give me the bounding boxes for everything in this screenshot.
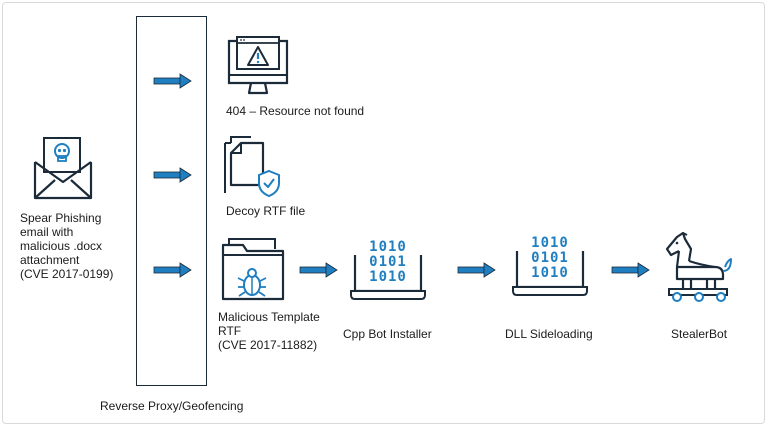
arrow-to-404 [153,73,192,89]
folder-bug-icon [221,238,285,301]
stealer-label: StealerBot [671,327,728,341]
binary-line-2: 0101 [531,250,569,266]
installer-label: Cpp Bot Installer [343,327,432,341]
decoy-label: Decoy RTF file [226,204,306,218]
email-label: Spear Phishing email with malicious .doc… [20,211,114,281]
binary-line-2: 0101 [369,254,407,270]
laptop-binary-icon: 1010 0101 1010 [350,239,426,300]
arrow-to-template [153,262,192,278]
monitor-warning-icon [227,36,289,95]
binary-line-3: 1010 [369,269,407,285]
arrow-to-decoy [153,167,192,183]
trojan-horse-icon [665,231,732,302]
reverse-proxy-box [136,16,207,386]
arrow-to-installer [299,262,338,278]
sideload-label: DLL Sideloading [505,327,593,341]
reverse-proxy-label: Reverse Proxy/Geofencing [100,399,244,413]
not-found-label: 404 – Resource not found [226,104,365,118]
document-shield-icon [224,136,280,198]
diagram-frame: Reverse Proxy/Geofencing Spear Phishing … [2,2,765,424]
binary-line-1: 1010 [369,239,407,255]
binary-line-3: 1010 [531,265,569,281]
binary-line-1: 1010 [531,235,569,251]
arrow-to-sideload [457,262,496,278]
template-label: Malicious Template RTF (CVE 2017-11882) [218,310,320,352]
envelope-skull-icon [33,137,93,200]
arrow-to-stealer [611,262,650,278]
laptop-binary-icon: 1010 0101 1010 [512,235,588,296]
